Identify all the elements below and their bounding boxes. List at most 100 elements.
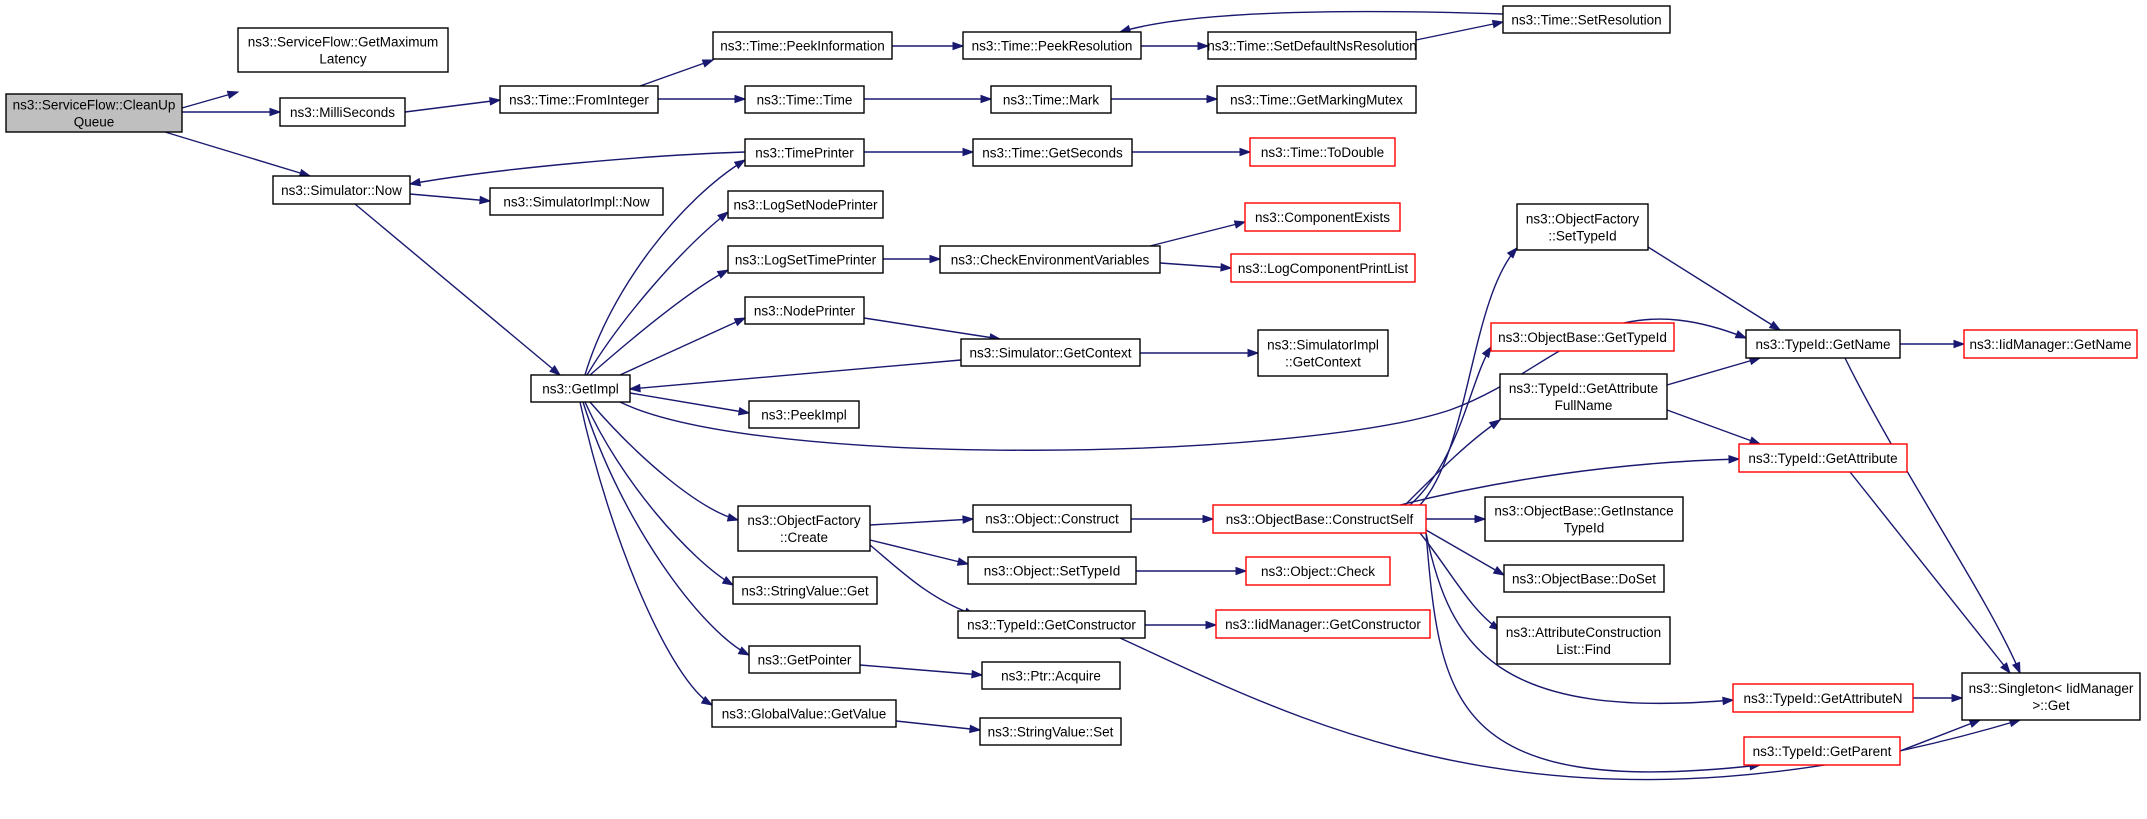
- node-getparent[interactable]: ns3::TypeId::GetParent: [1743, 736, 1901, 766]
- node-layer: ns3::ServiceFlow::CleanUpQueuens3::Servi…: [5, 5, 2141, 766]
- node-iidgetctor[interactable]: ns3::IidManager::GetConstructor: [1215, 609, 1431, 639]
- node-strget[interactable]: ns3::StringValue::Get: [732, 576, 878, 605]
- arrowhead-icon: [969, 724, 982, 734]
- node-box: [1249, 137, 1396, 167]
- node-peekinfo[interactable]: ns3::Time::PeekInformation: [712, 31, 893, 60]
- node-label: ns3::LogSetTimePrinter: [735, 253, 877, 268]
- node-obgettypeid[interactable]: ns3::ObjectBase::GetTypeId: [1490, 322, 1675, 352]
- arrowhead-icon: [1488, 419, 1502, 430]
- edge-getctor-to-iidgetctor: [1145, 620, 1218, 630]
- node-milli[interactable]: ns3::MilliSeconds: [279, 97, 406, 127]
- node-todouble[interactable]: ns3::Time::ToDouble: [1249, 137, 1396, 167]
- node-iidgetname[interactable]: ns3::IidManager::GetName: [1963, 329, 2138, 359]
- node-label: ns3::GlobalValue::GetValue: [722, 707, 887, 722]
- node-label: ns3::IidManager::GetName: [1969, 337, 2131, 352]
- node-setres[interactable]: ns3::Time::SetResolution: [1502, 5, 1671, 34]
- node-objsettypeid[interactable]: ns3::Object::SetTypeId: [967, 556, 1137, 585]
- edge-line: [1899, 719, 1981, 752]
- edge-getimpl-to-peekimpl: [629, 392, 751, 416]
- node-box: [1490, 322, 1675, 352]
- node-label: ns3::Time::Time: [757, 93, 853, 108]
- node-simimplnow[interactable]: ns3::SimulatorImpl::Now: [489, 187, 664, 216]
- node-label: ns3::ComponentExists: [1255, 210, 1390, 225]
- arrowhead-icon: [1728, 454, 1741, 464]
- edge-line: [409, 193, 491, 202]
- node-simimplgetctx[interactable]: ns3::SimulatorImpl::GetContext: [1257, 329, 1389, 377]
- node-logtime[interactable]: ns3::LogSetTimePrinter: [727, 245, 884, 274]
- node-getimpl[interactable]: ns3::GetImpl: [530, 374, 631, 403]
- node-mark[interactable]: ns3::Time::Mark: [990, 85, 1112, 114]
- node-label: ns3::SimulatorImpl::Now: [503, 195, 650, 210]
- node-getmarkmutex[interactable]: ns3::Time::GetMarkingMutex: [1216, 85, 1417, 114]
- node-label: ns3::NodePrinter: [754, 304, 856, 319]
- edge-ofcreate-to-getctor: [869, 544, 977, 616]
- edge-line: [589, 269, 729, 376]
- edge-constructself-to-obgettypeid: [1409, 345, 1492, 506]
- node-box: [967, 556, 1137, 585]
- node-getpointer[interactable]: ns3::GetPointer: [748, 645, 861, 674]
- edge-timeprinter-to-simnow: [408, 151, 746, 187]
- node-label: ns3::ServiceFlow::CleanUp: [13, 98, 176, 113]
- node-label: ns3::TypeId::GetAttribute: [1509, 381, 1658, 396]
- edge-line: [1425, 532, 1761, 773]
- node-box: [1244, 202, 1401, 232]
- node-objconstruct[interactable]: ns3::Object::Construct: [972, 504, 1132, 533]
- node-ofcreate[interactable]: ns3::ObjectFactory::Create: [737, 505, 871, 552]
- node-timetime[interactable]: ns3::Time::Time: [744, 85, 865, 114]
- edge-timeprinter-to-getseconds: [864, 147, 975, 157]
- node-lognode[interactable]: ns3::LogSetNodePrinter: [727, 190, 884, 219]
- edge-line: [409, 151, 746, 185]
- node-peekres[interactable]: ns3::Time::PeekResolution: [962, 31, 1142, 60]
- node-label: ::GetContext: [1285, 355, 1361, 370]
- node-peekimpl[interactable]: ns3::PeekImpl: [748, 400, 860, 429]
- edge-setres-to-peekres: [1118, 10, 1504, 34]
- node-label: ns3::Singleton< IidManager: [1969, 681, 2134, 696]
- node-setdefres[interactable]: ns3::Time::SetDefaultNsResolution: [1207, 31, 1417, 60]
- node-typeidgetname[interactable]: ns3::TypeId::GetName: [1745, 329, 1901, 359]
- node-compexists[interactable]: ns3::ComponentExists: [1244, 202, 1401, 232]
- edge-getattrfull-to-typeidgetname: [1666, 356, 1762, 386]
- edge-line: [629, 359, 962, 390]
- arrowhead-icon: [269, 107, 282, 117]
- node-label: ns3::TypeId::GetConstructor: [967, 618, 1136, 633]
- node-box: [1212, 504, 1427, 534]
- edge-line: [1666, 357, 1761, 386]
- node-checkenv[interactable]: ns3::CheckEnvironmentVariables: [939, 245, 1161, 274]
- node-gvgetvalue[interactable]: ns3::GlobalValue::GetValue: [711, 699, 897, 728]
- node-ptracquire[interactable]: ns3::Ptr::Acquire: [981, 661, 1121, 690]
- node-getattrn[interactable]: ns3::TypeId::GetAttributeN: [1732, 683, 1914, 713]
- node-constructself[interactable]: ns3::ObjectBase::ConstructSelf: [1212, 504, 1427, 534]
- node-label: ns3::IidManager::GetConstructor: [1225, 617, 1421, 632]
- node-typeidgetattr[interactable]: ns3::TypeId::GetAttribute: [1738, 443, 1908, 473]
- edge-root-to-getmax: [181, 90, 240, 109]
- node-timeprinter[interactable]: ns3::TimePrinter: [744, 138, 865, 167]
- node-box: [1216, 85, 1417, 114]
- node-objcheck[interactable]: ns3::Object::Check: [1245, 556, 1391, 586]
- node-getseconds[interactable]: ns3::Time::GetSeconds: [972, 138, 1133, 167]
- node-simgetctx[interactable]: ns3::Simulator::GetContext: [960, 338, 1141, 367]
- arrowhead-icon: [2012, 661, 2021, 675]
- node-label: ns3::ServiceFlow::GetMaximum: [248, 35, 439, 50]
- node-label: ns3::GetImpl: [542, 382, 619, 397]
- node-logcompprint[interactable]: ns3::LogComponentPrintList: [1230, 253, 1416, 283]
- edge-simnow-to-getimpl: [354, 203, 562, 376]
- node-ofsettypeid[interactable]: ns3::ObjectFactory::SetTypeId: [1516, 203, 1649, 251]
- node-simnow[interactable]: ns3::Simulator::Now: [272, 175, 411, 205]
- node-nodeprinter[interactable]: ns3::NodePrinter: [744, 296, 865, 325]
- node-fromint[interactable]: ns3::Time::FromInteger: [499, 85, 659, 114]
- node-strset[interactable]: ns3::StringValue::Set: [979, 717, 1122, 746]
- node-label: ns3::Object::SetTypeId: [984, 564, 1121, 579]
- node-box: [960, 338, 1141, 367]
- node-box: [727, 245, 884, 274]
- arrowhead-icon: [726, 513, 740, 522]
- node-obdoset[interactable]: ns3::ObjectBase::DoSet: [1503, 564, 1665, 593]
- node-label: ns3::LogComponentPrintList: [1238, 261, 1409, 276]
- node-singleton[interactable]: ns3::Singleton< IidManager>::Get: [1961, 672, 2141, 721]
- arrowhead-icon: [1768, 320, 1782, 331]
- node-getctor[interactable]: ns3::TypeId::GetConstructor: [957, 610, 1146, 639]
